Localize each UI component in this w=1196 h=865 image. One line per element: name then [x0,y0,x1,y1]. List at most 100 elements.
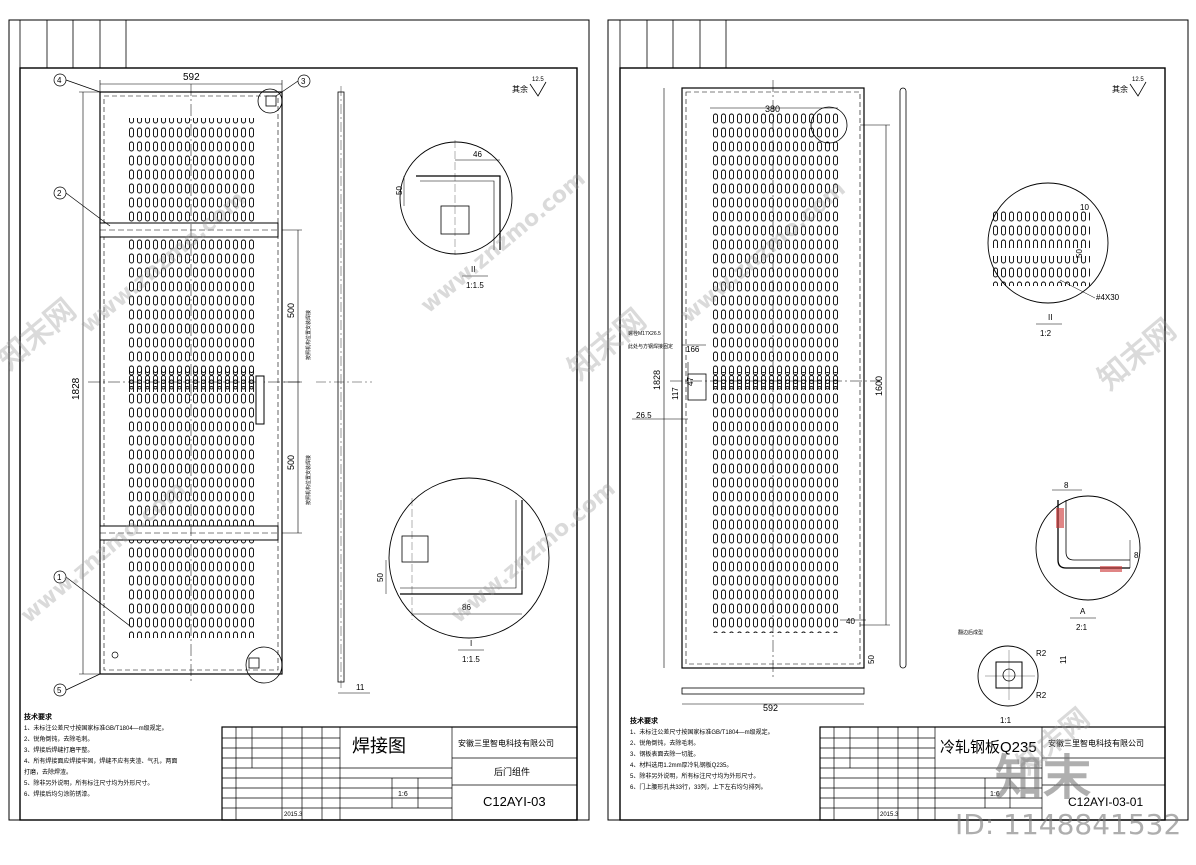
company-1: 安徽三里智电科技有限公司 [458,738,554,748]
balloon-3: 3 [301,77,306,86]
revision-strip-2 [619,19,727,69]
detail-I-w: 86 [462,603,471,612]
tech-notes-2: 1、未标注公差尺寸按国家标准GB/T1804—m级规定。 2、锐角倒钝，去除毛刺。… [630,728,774,794]
dim-span-top: 500 [286,303,296,318]
balloons [53,73,311,697]
roughness-label-2: 其余 [1112,84,1128,94]
balloon-2: 2 [57,189,62,198]
dimensions-sheet1 [79,80,302,675]
tech-note-sheet1-1: 1、未标注公差尺寸按国家标准GB/T1804—m级规定。 [24,726,168,732]
hinge-scale: 1:1 [1000,716,1012,725]
detail-II-sheet2 [987,182,1109,304]
detail-A-label: A [1080,607,1086,616]
sheet-2: 592 1828 380 1600 166 117 47 26.5 40 50 … [607,19,1189,821]
tech-note-sheet1-5: 打磨，去除焊渣。 [24,770,73,776]
detail-II-scale: 1:1.5 [466,281,484,290]
side-profile-2 [681,87,907,695]
dim-width-592: 592 [183,72,200,83]
scale-2: 1:6 [990,791,1000,798]
detail-A-h: 8 [1134,551,1139,560]
sheet-1: 592 1828 500 500 按照机构位置安装焊接 按照机构位置安装焊接 1… [8,19,590,821]
date-2: 2015.3 [880,812,899,818]
dim2-166: 166 [686,345,700,354]
tech-note-sheet1-7: 6、焊接后均匀涂防锈漆。 [24,792,94,798]
detail2-II-hole: #4X30 [1096,293,1120,302]
hinge-r1: R2 [1036,649,1047,658]
detail-I-h: 50 [376,573,385,582]
detail2-II-label: II [1048,313,1052,322]
dimensions-sheet2 [632,88,890,705]
tech-note-sheet1-4: 4、所有焊接面应焊接牢固，焊缝不应有夹渣、气孔，两面 [24,759,178,765]
tech-note-sheet1-6: 5、除非另外说明，所有标注尺寸均为外形尺寸。 [24,781,154,787]
roughness-value-1: 12.5 [532,77,544,83]
dim2-50: 50 [867,655,876,664]
hinge-d: 11 [1059,655,1068,664]
detail-hinge [977,645,1039,707]
date-1: 2015.3 [284,812,303,818]
cold-rolled-panel [670,80,880,680]
roughness-symbol-1 [529,81,547,97]
tech-note-sheet2-4: 4、材料选用1.2mm厚冷轧钢板Q235。 [630,763,733,769]
revision-strip [19,19,127,69]
title-block-sheet1 [221,726,578,821]
roughness-value-2: 12.5 [1132,77,1144,83]
drawing-name-2: 冷轧钢板Q235 [940,738,1037,756]
side-note-1: 按照机构位置安装焊接 [305,310,312,360]
title-block-sheet2 [819,726,1166,821]
dim-span-bottom: 500 [286,455,296,470]
scale-1: 1:6 [398,791,408,798]
detail2-II-h: 50 [1075,249,1084,258]
drawing-code-2: C12AYI-03-01 [1068,795,1143,809]
hinge-r2: R2 [1036,691,1047,700]
detail-A [1035,489,1141,601]
dim2-117: 117 [671,387,680,400]
drawing-code-1: C12AYI-03 [483,794,546,809]
part-name-1: 后门组件 [494,766,530,777]
watermark-logo: 知末 [995,750,1092,806]
tech-note-sheet2-2: 2、锐角倒钝，去除毛刺。 [630,741,700,747]
dim-offset-11: 11 [356,683,365,692]
dim-height-1828: 1828 [71,377,82,400]
side-note-2: 按照机构位置安装焊接 [305,455,312,505]
dim2-47: 47 [686,377,695,386]
tech-title-1: 技术要求 [24,714,52,721]
detail-A-scale: 2:1 [1076,623,1088,632]
dim2-width: 592 [763,703,778,713]
drawing-name-1: 焊接图 [352,736,406,756]
detail-I-label: I [470,639,472,648]
dim2-height: 1828 [652,370,662,390]
tech-note-sheet2-1: 1、未标注公差尺寸按国家标准GB/T1804—m级规定。 [630,730,774,736]
detail2-II-scale: 1:2 [1040,329,1052,338]
detail-II-sheet1 [399,140,513,255]
tech-note-sheet2-3: 3、钢板表面去除一切脏。 [630,752,700,758]
door-panel [88,84,300,684]
dim2-inner-h: 1600 [874,376,884,396]
balloon-4: 4 [57,76,62,85]
tech-note-sheet1-3: 3、焊接后焊缝打磨平整。 [24,748,94,754]
balloon-5: 5 [57,686,62,695]
hinge-note: 翻边后成型 [958,629,983,636]
side-profile [316,86,372,694]
balloon-1: 1 [57,573,62,582]
tech-title-2: 技术要求 [630,718,658,725]
detail-II-w: 46 [473,150,482,159]
detail2-II-w: 10 [1080,203,1089,212]
tech-note-sheet2-5: 5、除非另外说明，所有标注尺寸均为外形尺寸。 [630,774,760,780]
dim2-26-5: 26.5 [636,411,652,420]
watermark-id: ID: 1148841532 [955,808,1182,841]
detail-II-label: II [471,265,475,274]
dim2-40: 40 [846,617,855,626]
detail-A-w: 8 [1064,481,1069,490]
roughness-label-1: 其余 [512,84,528,94]
tech-notes-1: 1、未标注公差尺寸按国家标准GB/T1804—m级规定。 2、锐角倒钝，去除毛刺。… [24,724,177,801]
detail-I-sheet1 [385,477,550,639]
detail-I-scale: 1:1.5 [462,655,480,664]
detail-II-h: 50 [395,186,404,195]
note-left: 螺栓M17X26.5 [628,330,661,337]
company-2: 安徽三里智电科技有限公司 [1048,738,1144,748]
tech-note-sheet2-6: 6、门上腰形孔共33行，33列，上下左右均匀排列。 [630,785,767,791]
tech-note-sheet1-2: 2、锐角倒钝，去除毛刺。 [24,737,94,743]
note-left-2: 此处与方钢焊接固定 [628,343,673,350]
dim2-inner-w: 380 [765,104,780,114]
